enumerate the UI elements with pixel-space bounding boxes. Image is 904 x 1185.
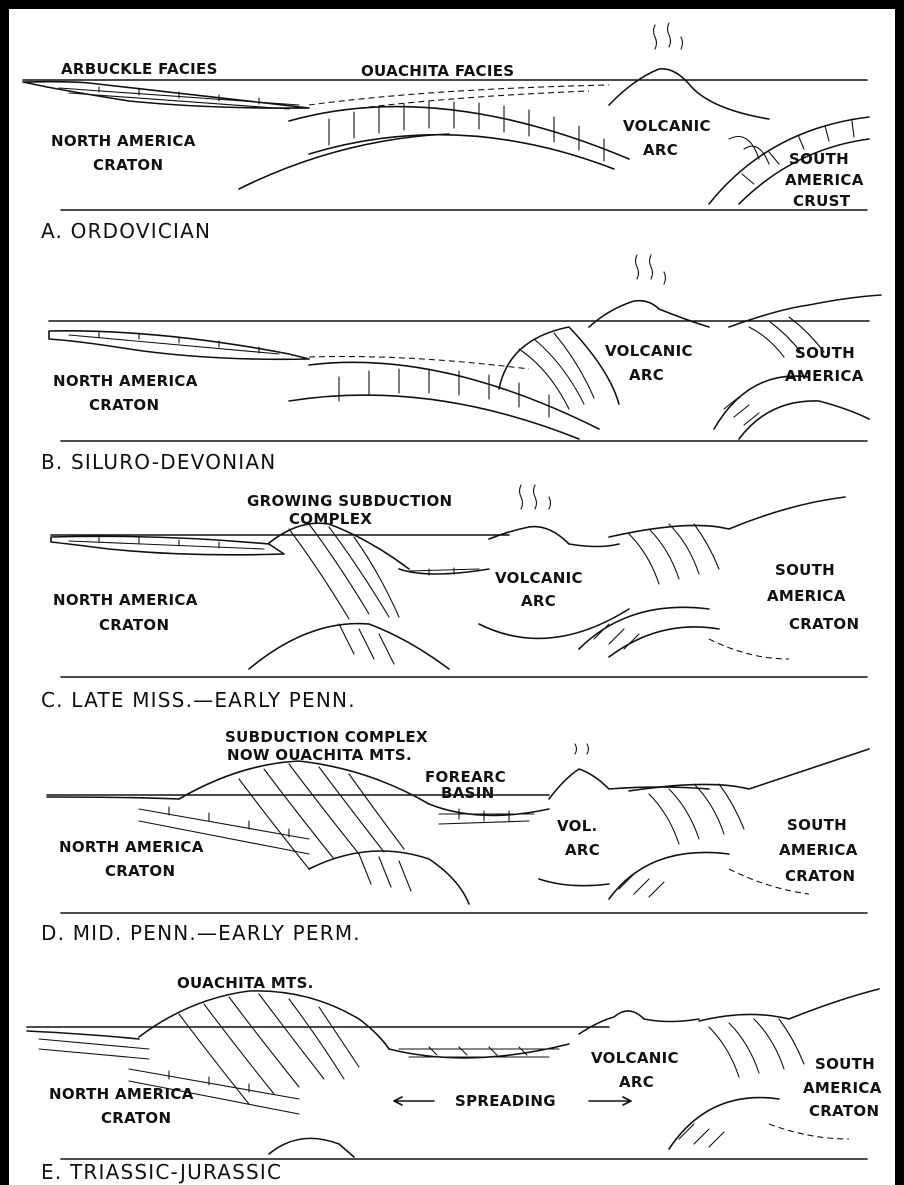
label-ouachita-mts: OUACHITA MTS. [177, 974, 314, 992]
panel-d-mid-penn-early-perm: SUBDUCTION COMPLEX NOW OUACHITA MTS. FOR… [41, 728, 869, 945]
label-ouachita-facies: OUACHITA FACIES [361, 62, 514, 80]
label-complex: COMPLEX [289, 510, 372, 528]
label-north-america: NORTH AMERICA [59, 838, 204, 856]
label-america: AMERICA [785, 171, 864, 189]
label-spreading: SPREADING [455, 1092, 556, 1110]
panel-c-late-miss-early-penn: GROWING SUBDUCTION COMPLEX NORTH AMERICA… [41, 485, 867, 712]
label-arc: ARC [521, 592, 556, 610]
label-subduction-complex: SUBDUCTION COMPLEX [225, 728, 428, 746]
label-south: SOUTH [787, 816, 847, 834]
label-craton: CRATON [105, 862, 175, 880]
label-south: SOUTH [775, 561, 835, 579]
label-arc: ARC [619, 1073, 654, 1091]
panel-b-siluro-devonian: NORTH AMERICA CRATON VOLCANIC ARC SOUTH … [41, 255, 881, 474]
label-south: SOUTH [815, 1055, 875, 1073]
label-america: AMERICA [767, 587, 846, 605]
label-arc: ARC [643, 141, 678, 159]
label-craton: CRATON [101, 1109, 171, 1127]
label-basin: BASIN [441, 784, 494, 802]
label-north-america: NORTH AMERICA [51, 132, 196, 150]
label-arc: ARC [629, 366, 664, 384]
caption-d: D. MID. PENN.—EARLY PERM. [41, 921, 361, 945]
label-growing-subduction: GROWING SUBDUCTION [247, 492, 452, 510]
label-america: AMERICA [785, 367, 864, 385]
label-arc: ARC [565, 841, 600, 859]
figure-frame: ARBUCKLE FACIES OUACHITA FACIES NORTH AM… [9, 9, 895, 1185]
label-north-america: NORTH AMERICA [53, 591, 198, 609]
caption-a: A. ORDOVICIAN [41, 219, 211, 243]
caption-b: B. SILURO-DEVONIAN [41, 450, 276, 474]
caption-c: C. LATE MISS.—EARLY PENN. [41, 688, 356, 712]
label-now-ouachita: NOW OUACHITA MTS. [227, 746, 412, 764]
label-craton-sa: CRATON [789, 615, 859, 633]
label-america: AMERICA [803, 1079, 882, 1097]
label-america: AMERICA [779, 841, 858, 859]
label-craton: CRATON [99, 616, 169, 634]
label-craton: CRATON [93, 156, 163, 174]
label-volcanic: VOLCANIC [623, 117, 711, 135]
label-south: SOUTH [789, 150, 849, 168]
cross-section-figure: ARBUCKLE FACIES OUACHITA FACIES NORTH AM… [9, 9, 895, 1185]
label-vol: VOL. [557, 817, 598, 835]
label-volcanic: VOLCANIC [605, 342, 693, 360]
label-craton-sa: CRATON [809, 1102, 879, 1120]
label-north-america: NORTH AMERICA [53, 372, 198, 390]
label-craton: CRATON [89, 396, 159, 414]
label-south: SOUTH [795, 344, 855, 362]
label-volcanic: VOLCANIC [495, 569, 583, 587]
label-volcanic: VOLCANIC [591, 1049, 679, 1067]
panel-e-triassic-jurassic: OUACHITA MTS. VOLCANIC ARC SPREADING NOR… [27, 974, 882, 1184]
caption-e: E. TRIASSIC-JURASSIC [41, 1160, 282, 1184]
label-arbuckle-facies: ARBUCKLE FACIES [61, 60, 218, 78]
label-craton-sa: CRATON [785, 867, 855, 885]
panel-a-ordovician: ARBUCKLE FACIES OUACHITA FACIES NORTH AM… [23, 23, 869, 243]
label-crust: CRUST [793, 192, 851, 210]
label-north-america: NORTH AMERICA [49, 1085, 194, 1103]
